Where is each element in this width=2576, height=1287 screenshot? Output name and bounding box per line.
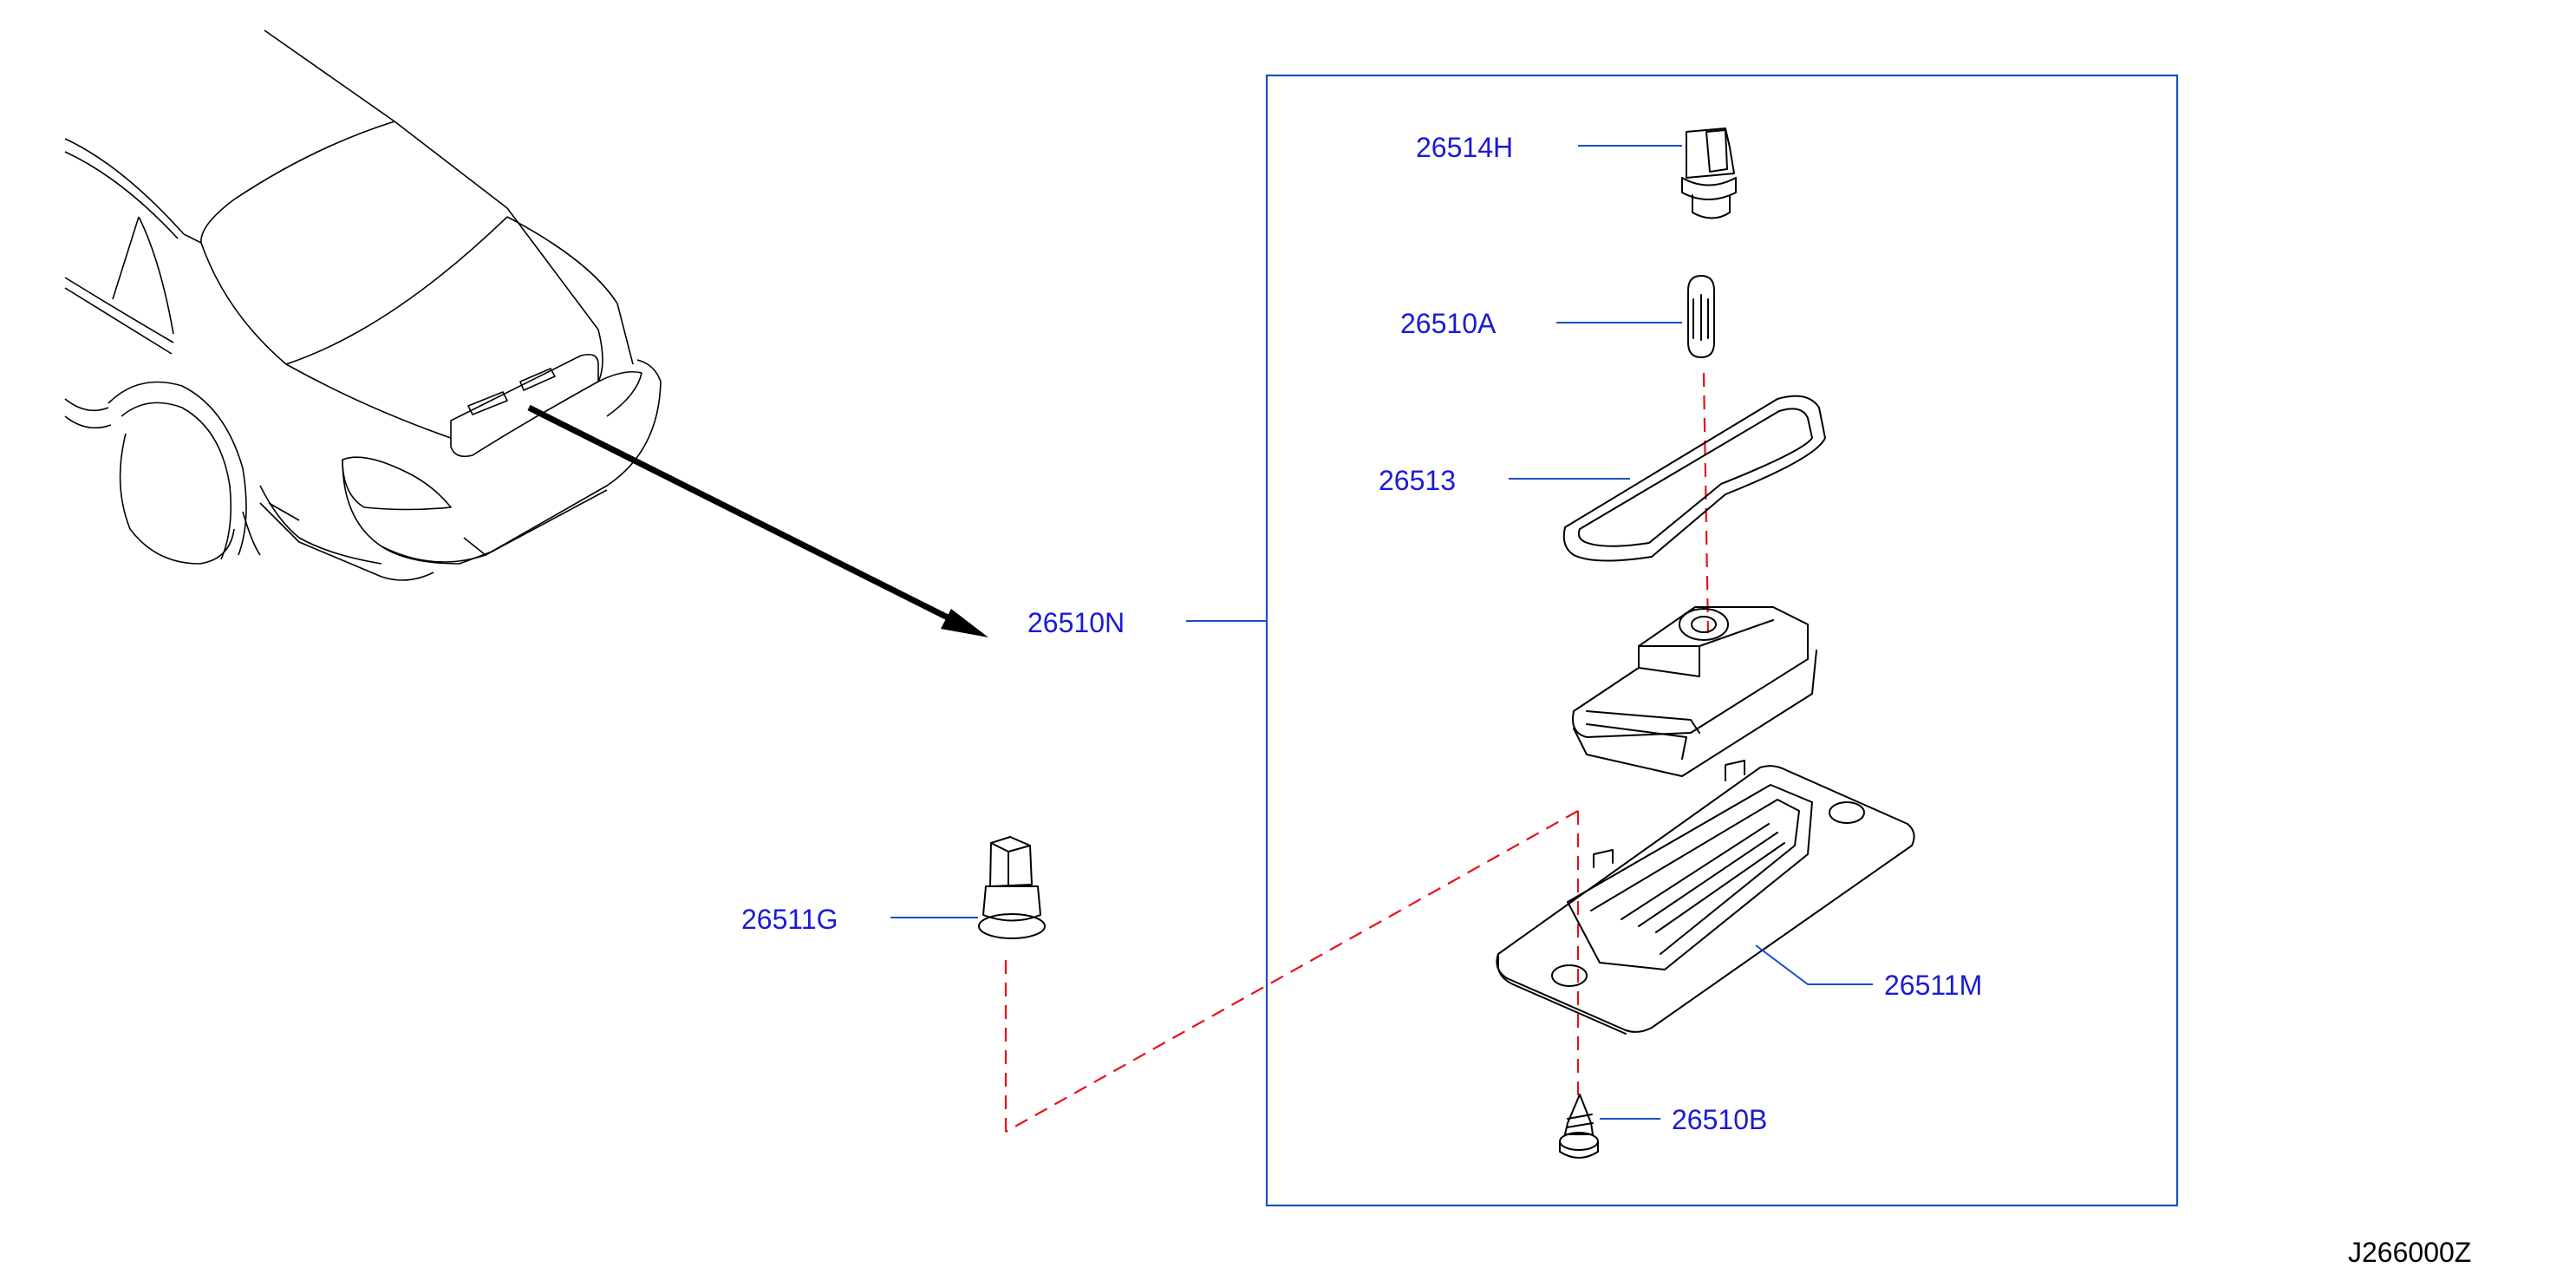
- vehicle-rear-illustration: [64, 29, 988, 637]
- part-26511M-base: [1496, 760, 1915, 1035]
- assembly-path-lines: [1004, 372, 1710, 1133]
- callout-26510A: 26510A: [1400, 308, 1497, 339]
- part-26510B-screw: [1559, 1094, 1599, 1159]
- diagram-code: J266000Z: [2348, 1237, 2471, 1268]
- location-arrow-line: [527, 404, 960, 626]
- part-26514H-socket: [1681, 127, 1737, 219]
- callout-26511G: 26511G: [741, 904, 838, 935]
- callout-26511M: 26511M: [1884, 970, 1982, 1001]
- part-26511G-clip: [978, 836, 1046, 939]
- callout-26510N: 26510N: [1027, 607, 1125, 638]
- part-26510A-bulb: [1687, 275, 1715, 358]
- callout-26510B: 26510B: [1672, 1104, 1767, 1135]
- callout-26514H: 26514H: [1416, 132, 1513, 163]
- callout-26513: 26513: [1379, 465, 1456, 496]
- part-lamp-housing: [1572, 606, 1817, 777]
- location-arrow-head: [941, 609, 988, 637]
- assembly-frame: [1265, 74, 2179, 1207]
- leader-26511M: [1755, 944, 1873, 985]
- part-26513-lens: [1562, 395, 1826, 562]
